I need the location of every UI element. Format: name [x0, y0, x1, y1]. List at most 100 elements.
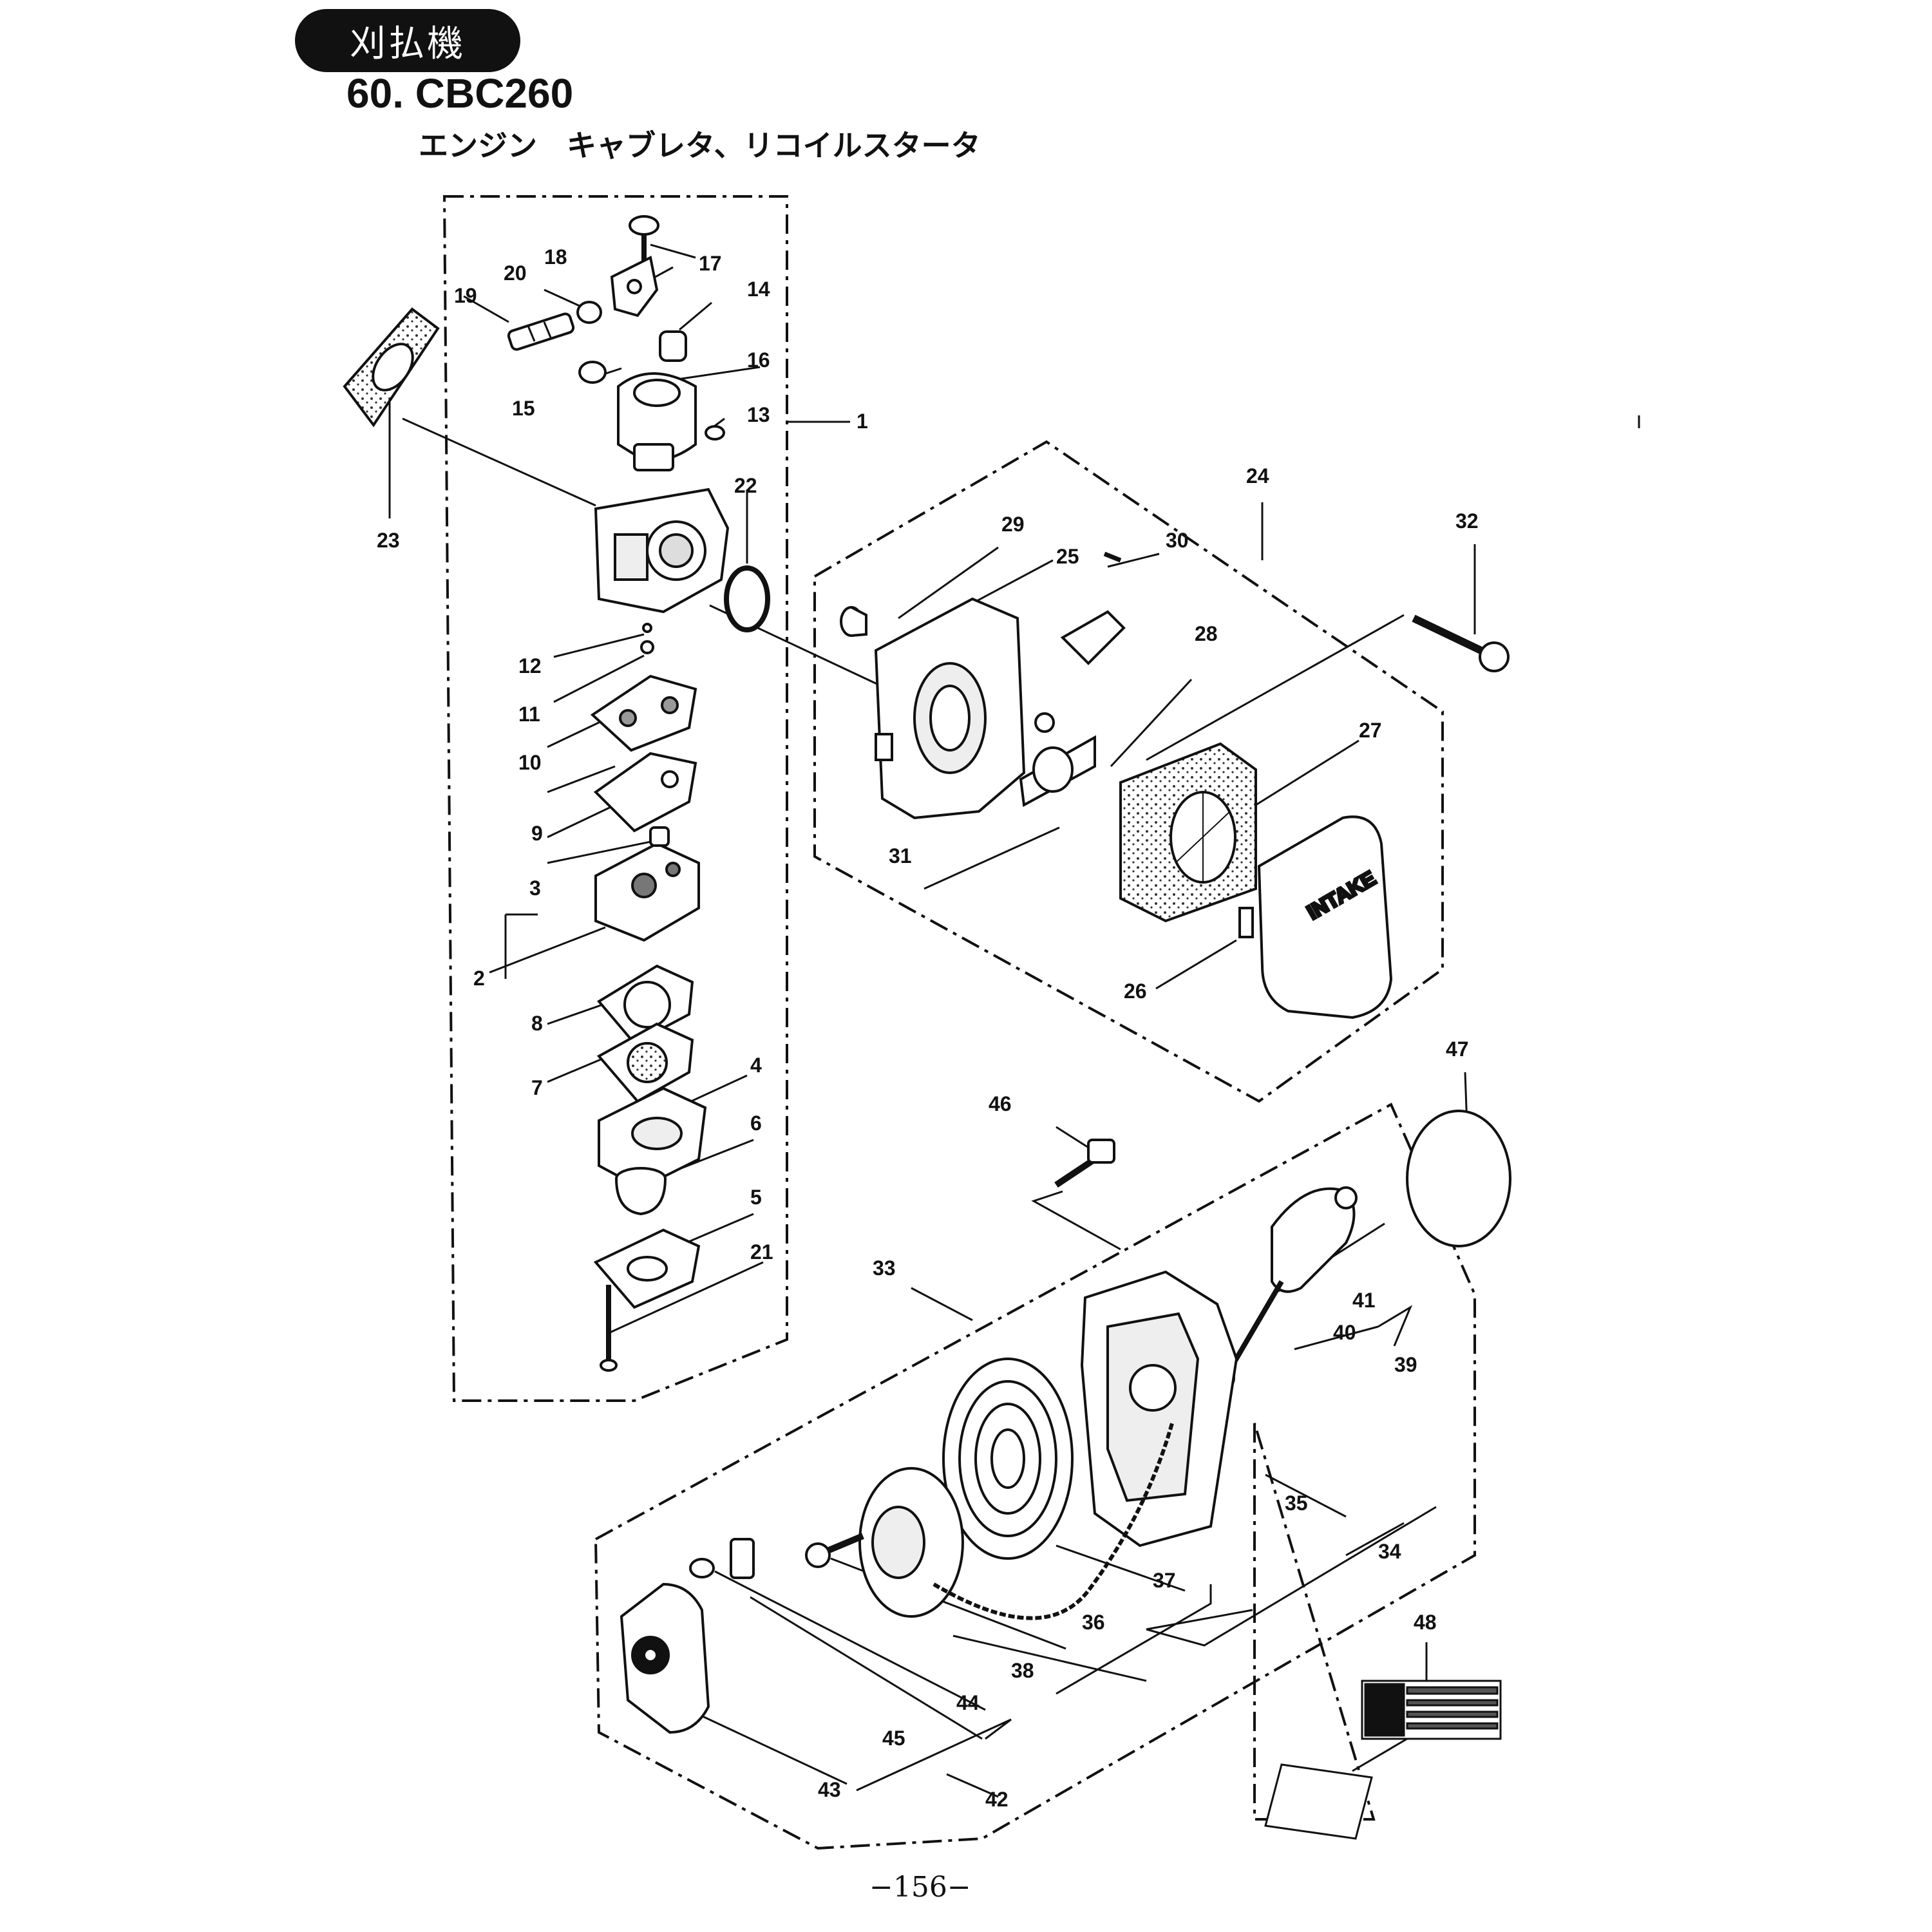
callout-40: 40 — [1333, 1321, 1356, 1344]
callout-36: 36 — [1082, 1611, 1105, 1634]
callout-47: 47 — [1446, 1037, 1469, 1061]
cap-14-icon — [659, 330, 687, 362]
starter-case-icon — [1080, 1270, 1238, 1548]
callout-33: 33 — [873, 1256, 896, 1280]
warning-label-48-icon — [1264, 1680, 1502, 1840]
callout-39: 39 — [1394, 1353, 1417, 1376]
recoil-starter-group-outline — [594, 1103, 1476, 1850]
callout-17: 17 — [699, 252, 722, 275]
air-cleaner-base-25-icon — [874, 597, 1026, 820]
callout-48: 48 — [1414, 1611, 1437, 1634]
o-ring-22-icon — [724, 565, 770, 632]
model-title: 60. CBC260 — [346, 70, 574, 117]
pump-cover-icon — [594, 826, 700, 942]
carburetor-group-outline — [442, 195, 788, 1402]
callout-35: 35 — [1285, 1492, 1308, 1515]
bolt-21-icon — [600, 1285, 618, 1372]
callout-15: 15 — [512, 397, 535, 420]
air-cleaner-cover-26-icon: INTAKE — [1238, 815, 1393, 1019]
callout-2: 2 — [473, 967, 485, 990]
bolt-32-icon — [1412, 614, 1510, 672]
washer-11-icon — [640, 640, 654, 654]
diaphragm-7-icon — [596, 1022, 694, 1103]
callout-30: 30 — [1166, 529, 1189, 552]
callout-21: 21 — [750, 1240, 773, 1264]
gasket-9-icon — [593, 752, 697, 833]
starter-pulley-43-icon — [620, 1582, 710, 1734]
callout-37: 37 — [1153, 1569, 1176, 1592]
callout-38: 38 — [1011, 1659, 1034, 1682]
callout-11: 11 — [518, 703, 540, 726]
callout-6: 6 — [750, 1112, 762, 1135]
throttle-lever-18-icon — [610, 256, 659, 317]
callout-13: 13 — [747, 403, 770, 426]
primer-bulb-6-icon — [615, 1167, 667, 1216]
callout-32: 32 — [1455, 509, 1479, 533]
label-group-outline — [1253, 1423, 1376, 1821]
callout-3: 3 — [529, 876, 541, 900]
callout-12: 12 — [518, 654, 542, 677]
group-boundaries — [442, 195, 1476, 1850]
needle-12-icon — [642, 623, 652, 633]
reel-pulley-icon — [858, 1467, 964, 1618]
section-subtitle: エンジン キャブレタ、リコイルスタータ — [419, 128, 981, 163]
callout-7: 7 — [531, 1076, 543, 1099]
diaphragm-10-icon — [590, 674, 697, 752]
recoil-spring-icon — [942, 1358, 1074, 1560]
callout-1: 1 — [857, 410, 868, 433]
callout-8: 8 — [531, 1012, 543, 1035]
callout-10: 10 — [518, 751, 542, 774]
callout-24: 24 — [1246, 464, 1269, 488]
air-cleaner-group-outline — [813, 440, 1444, 1103]
filter-element-27-icon — [1119, 742, 1257, 923]
bolt-46-icon — [1054, 1139, 1115, 1188]
callout-28: 28 — [1195, 622, 1218, 645]
screw-17-icon — [629, 215, 659, 261]
callout-19: 19 — [454, 284, 477, 307]
category-badge: 刈払機 — [295, 9, 520, 72]
callout-14: 14 — [747, 278, 770, 301]
bolt-38-icon — [805, 1533, 864, 1568]
callout-27: 27 — [1359, 719, 1382, 742]
part-number-callouts: 1 2 3 4 5 6 7 8 9 10 11 12 13 14 15 16 1… — [377, 245, 1479, 1811]
callout-16: 16 — [747, 348, 770, 372]
plate-5-icon — [593, 1228, 701, 1309]
gasket-23-icon — [343, 307, 440, 428]
callout-18: 18 — [544, 245, 567, 269]
callout-4: 4 — [750, 1054, 762, 1077]
pawl-44-icon — [730, 1538, 755, 1579]
callout-26: 26 — [1124, 980, 1147, 1003]
spring-20-icon — [576, 301, 602, 324]
callout-43: 43 — [818, 1778, 841, 1801]
clear-disc-47-icon — [1406, 1110, 1511, 1247]
bracket-30-icon — [1060, 551, 1126, 665]
cover-4-icon — [598, 1086, 707, 1190]
callout-34: 34 — [1378, 1540, 1401, 1563]
recoil-starter-parts — [620, 1110, 1511, 1734]
gasket-8-icon — [596, 964, 694, 1045]
page-number: −156− — [869, 1871, 971, 1904]
callout-25: 25 — [1056, 545, 1079, 568]
category-label: 刈払機 — [350, 23, 466, 65]
callout-42: 42 — [985, 1788, 1009, 1811]
starter-rope-icon — [933, 1423, 1174, 1620]
carburetor-body-icon — [594, 488, 730, 614]
choke-plate-31-icon — [1019, 735, 1096, 808]
spring-45-icon — [689, 1558, 715, 1578]
callout-45: 45 — [882, 1727, 905, 1750]
choke-body-16-icon — [617, 372, 697, 471]
air-cleaner-parts: INTAKE — [840, 551, 1510, 1019]
idle-screw-19-icon — [507, 312, 575, 351]
callout-29: 29 — [1001, 513, 1025, 536]
pin-29-icon — [840, 606, 867, 637]
callout-41: 41 — [1352, 1289, 1376, 1312]
callout-22: 22 — [734, 474, 757, 497]
callout-46: 46 — [989, 1092, 1012, 1115]
o-ring-28-icon — [1034, 712, 1055, 733]
callout-9: 9 — [531, 822, 543, 845]
callout-23: 23 — [377, 529, 400, 552]
callout-31: 31 — [889, 844, 912, 867]
callout-20: 20 — [504, 261, 527, 285]
clip-13-icon — [705, 425, 725, 440]
